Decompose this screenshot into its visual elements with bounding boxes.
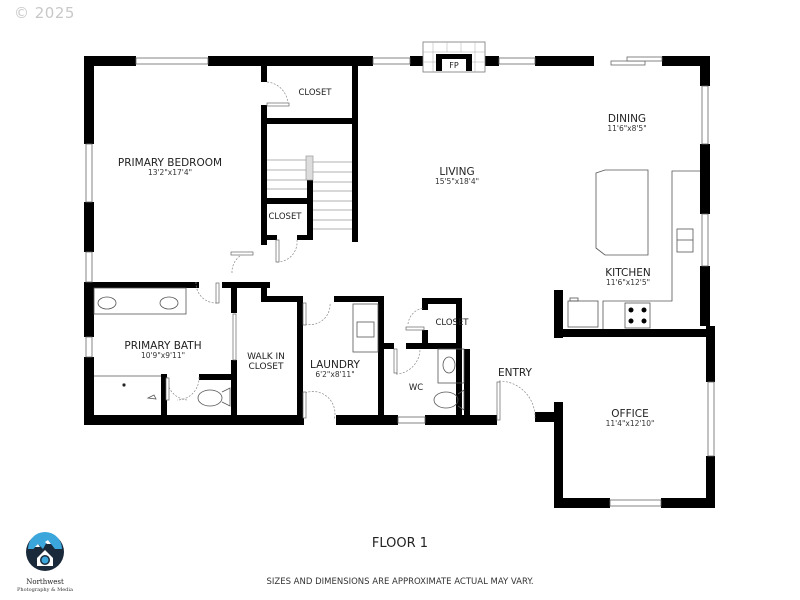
room-name: CLOSET [268, 212, 302, 222]
room-wc: WC [408, 383, 424, 394]
kitchen-sink-icon [676, 228, 694, 253]
room-name: WC [408, 383, 424, 393]
stairs [267, 155, 352, 230]
room-name: LIVING [439, 166, 475, 178]
room-walk-in-closet: WALK IN CLOSET [247, 352, 285, 373]
sink-icon [97, 296, 117, 310]
room-name: KITCHEN [605, 267, 651, 279]
stove-burners [628, 307, 647, 324]
room-name: PRIMARY BEDROOM [117, 157, 223, 169]
logo-name: Northwest [26, 578, 64, 586]
laundry-counter [352, 303, 379, 353]
room-kitchen: KITCHEN 11'6"x12'5" [605, 267, 651, 288]
logo-tagline: Photography & Media [17, 587, 73, 593]
stove-icon [624, 302, 651, 329]
room-name-line1: WALK IN [247, 352, 285, 362]
room-dimensions: 11'6"x12'5" [605, 278, 651, 288]
room-name: DINING [607, 113, 647, 125]
fireplace-label: FP [449, 61, 459, 70]
floor-label: FLOOR 1 [371, 536, 429, 551]
room-name: CLOSET [435, 318, 469, 328]
room-dimensions: 11'4"x12'10" [605, 419, 655, 429]
room-primary-bath: PRIMARY BATH 10'9"x9'11" [124, 340, 201, 361]
room-closet-top: CLOSET [298, 88, 332, 99]
kitchen-counter [602, 170, 700, 329]
room-laundry: LAUNDRY 6'2"x8'11" [310, 359, 360, 380]
room-name: LAUNDRY [310, 359, 360, 371]
room-office: OFFICE 11'4"x12'10" [606, 408, 655, 429]
windows [85, 56, 715, 507]
room-name: CLOSET [298, 88, 332, 98]
room-name: ENTRY [498, 367, 532, 379]
fireplace: FP [422, 41, 486, 73]
kitchen-island [595, 169, 649, 256]
room-dimensions: 10'9"x9'11" [140, 351, 186, 361]
room-closet-wc: CLOSET [435, 318, 469, 329]
copyright-notice: © 2025 [14, 4, 75, 22]
room-name-line2: CLOSET [248, 362, 284, 373]
refrigerator-icon [567, 300, 599, 328]
room-dimensions: 15'5"x18'4" [434, 177, 480, 187]
toilet-icon [197, 389, 223, 407]
room-dimensions: 11'6"x8'5" [607, 124, 647, 134]
room-name: PRIMARY BATH [124, 340, 202, 352]
room-primary-bedroom: PRIMARY BEDROOM 13'2"x17'4" [118, 157, 222, 178]
walls [84, 56, 715, 508]
room-name: OFFICE [611, 408, 649, 420]
fixtures [93, 169, 700, 411]
company-logo-icon [26, 532, 64, 571]
room-dining: DINING 11'6"x8'5" [607, 113, 646, 134]
sink-icon [159, 296, 179, 310]
utility-sink-icon [356, 321, 375, 338]
shower-head-icon [146, 394, 157, 400]
room-entry: ENTRY [498, 367, 532, 379]
room-dimensions: 13'2"x17'4" [147, 168, 193, 178]
door-leaves [165, 102, 501, 421]
room-living: LIVING 15'5"x18'4" [435, 166, 479, 187]
disclaimer: SIZES AND DIMENSIONS ARE APPROXIMATE ACT… [266, 577, 534, 587]
bath-vanity [93, 287, 187, 315]
toilet-icon [433, 391, 459, 409]
sink-icon [442, 356, 456, 374]
room-dimensions: 6'2"x8'11" [315, 370, 355, 380]
wc-vanity [437, 348, 465, 384]
room-closet-stair: CLOSET [268, 212, 302, 223]
